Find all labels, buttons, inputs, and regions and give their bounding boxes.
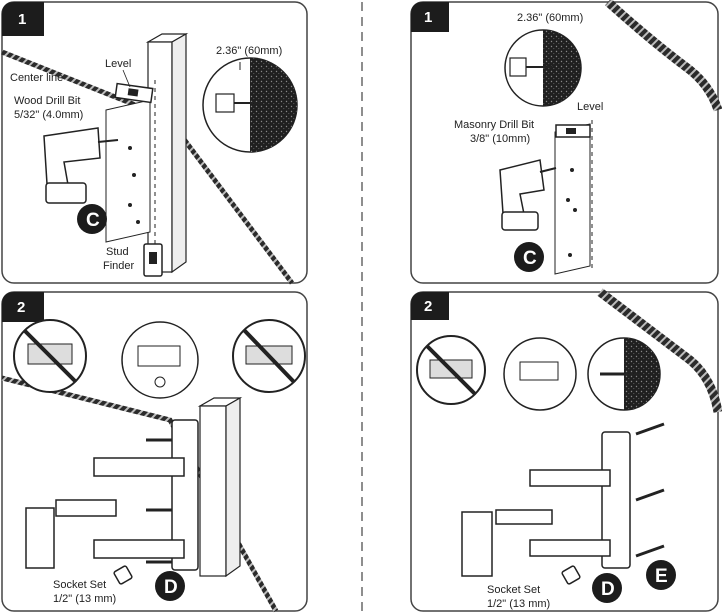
- marker-e: E: [655, 566, 668, 587]
- depth-detail-magnifier: [202, 57, 298, 153]
- drilling-template: [554, 123, 591, 275]
- wall-plate: [601, 431, 631, 569]
- drilling-template: [105, 99, 151, 243]
- marker-c: C: [523, 248, 537, 269]
- panel-frame: [1, 1, 308, 284]
- socket-set-label: Socket Set: [487, 584, 540, 596]
- stud-finder-label: Stud: [106, 246, 129, 258]
- articulating-arm: [25, 457, 185, 569]
- level-label: Level: [105, 58, 131, 70]
- drill-bit-size: 3/8" (10mm): [470, 133, 530, 145]
- depth-detail-magnifier: [504, 29, 582, 107]
- bracket-detail-magnifier: [503, 337, 577, 411]
- articulating-arm: [461, 469, 611, 577]
- drill-bit-label: Masonry Drill Bit: [454, 119, 534, 131]
- lag-bolt: [635, 422, 665, 436]
- step-number: 2: [424, 298, 432, 315]
- socket-set-label: Socket Set: [53, 579, 106, 591]
- drill-icon: [499, 159, 557, 231]
- socket-set-size: 1/2" (13 mm): [487, 598, 550, 610]
- step-number: 1: [424, 9, 432, 26]
- drill-bit-label: Wood Drill Bit: [14, 95, 80, 107]
- marker-d-badge: [592, 573, 622, 603]
- step-badge: [411, 292, 449, 320]
- drill-bit-size: 5/32" (4.0mm): [14, 109, 83, 121]
- level-tool: [114, 82, 154, 104]
- level-tool: [555, 124, 591, 138]
- wood-stud: [145, 32, 189, 274]
- center-line-label: Center line: [10, 72, 63, 84]
- lag-bolt: [635, 544, 665, 558]
- step-number: 2: [17, 299, 25, 316]
- wood-stud: [197, 396, 243, 578]
- marker-d: D: [601, 579, 615, 600]
- no-hammer-drill-icon: [416, 335, 486, 405]
- lag-bolt: [635, 488, 665, 502]
- depth-label: 2.36" (60mm): [216, 45, 282, 57]
- panel-step1-masonry: 1 2.36" (60mm) Level Masonry Dr: [410, 0, 722, 284]
- masonry-wall-edge: [597, 288, 722, 413]
- socket-wrench-icon: [113, 565, 133, 585]
- step-badge: [411, 2, 449, 32]
- no-angled-drilling-icon: [232, 319, 306, 393]
- panel-step2-wood: 2: [1, 291, 308, 613]
- bracket-detail-magnifier: [121, 321, 199, 399]
- marker-e-badge: [646, 560, 676, 590]
- level-label: Level: [577, 101, 603, 113]
- panel-step1-wood: 1 Center line Level Wood Drill B: [1, 1, 308, 285]
- panel-frame: [410, 1, 719, 284]
- panel-step2-masonry: 2 E D So: [410, 288, 722, 612]
- marker-d-badge: [155, 571, 185, 601]
- socket-set-size: 1/2" (13 mm): [53, 593, 116, 605]
- depth-label: 2.36" (60mm): [517, 12, 583, 24]
- stud-finder-icon: [143, 243, 163, 277]
- masonry-wall-edge: [604, 0, 722, 112]
- anchor-detail-magnifier: [587, 337, 661, 411]
- step-badge: [2, 292, 44, 322]
- step-badge: [2, 2, 44, 36]
- marker-c: C: [86, 210, 100, 231]
- stud-finder-label-2: Finder: [103, 260, 135, 272]
- socket-wrench-icon: [561, 565, 581, 585]
- drill-icon: [43, 127, 119, 204]
- panel-frame: [410, 291, 719, 612]
- no-hammer-drill-icon: [13, 319, 87, 393]
- step-number: 1: [18, 11, 26, 28]
- marker-c-badge: [77, 204, 107, 234]
- panel-frame: [1, 291, 308, 612]
- marker-c-badge: [514, 242, 544, 272]
- marker-d: D: [164, 577, 178, 598]
